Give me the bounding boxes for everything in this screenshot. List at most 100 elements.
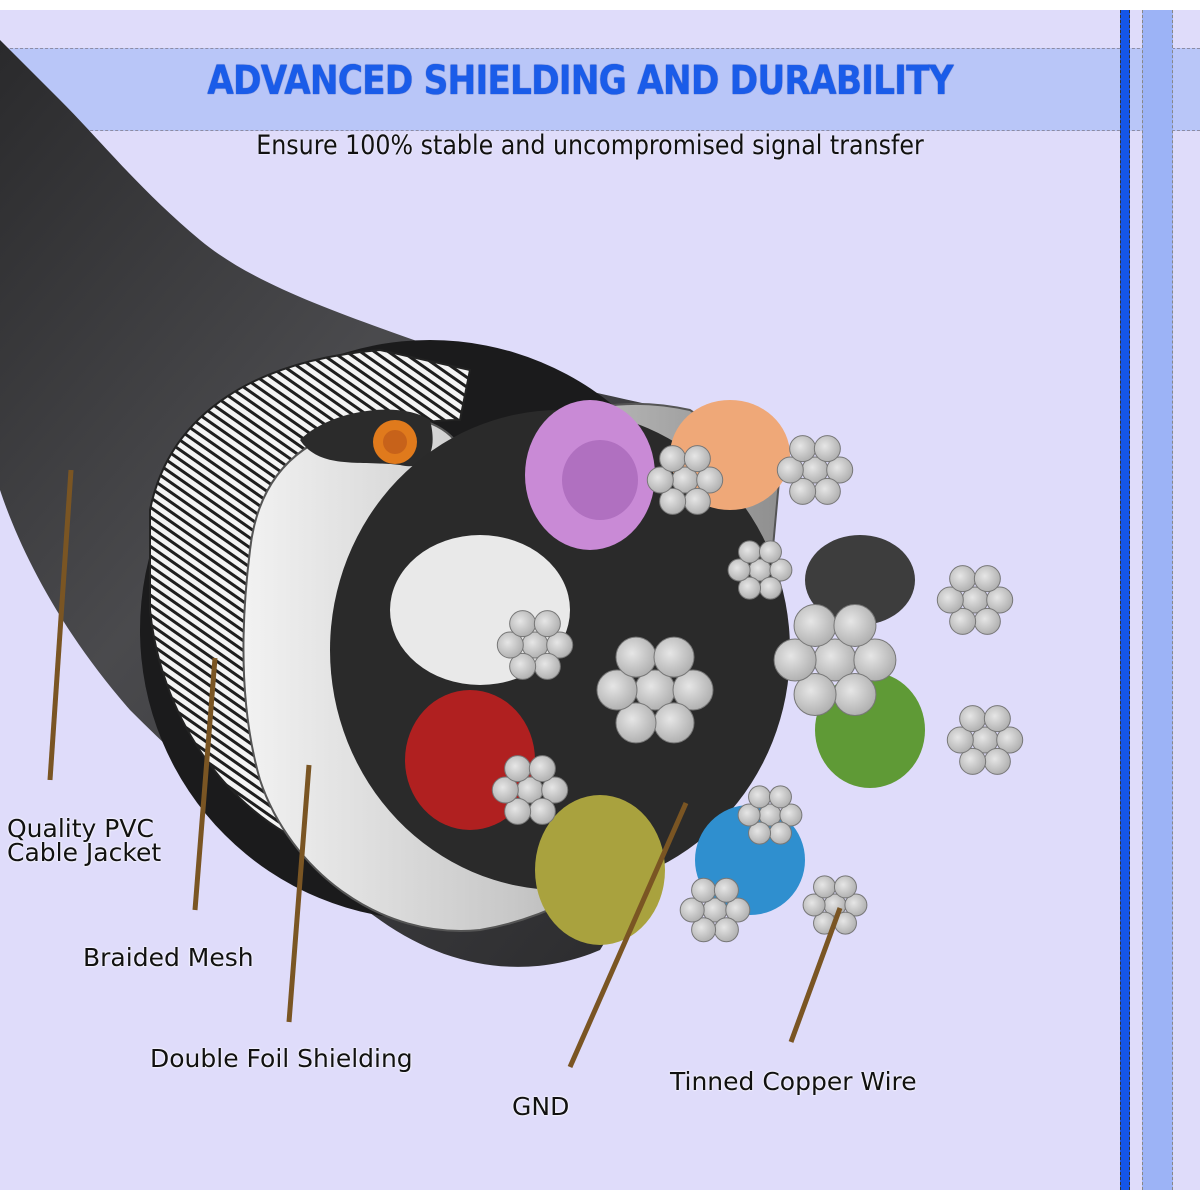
strand <box>491 776 519 804</box>
strand <box>528 797 556 825</box>
wire-yellow <box>535 795 665 945</box>
strand <box>683 445 711 473</box>
strand <box>683 487 711 515</box>
strand <box>813 435 841 463</box>
strand <box>946 726 974 754</box>
strand <box>672 669 714 711</box>
strand-bundle <box>679 877 751 943</box>
strand <box>528 755 556 783</box>
strand <box>653 702 695 744</box>
strand <box>713 877 739 903</box>
strand <box>768 785 792 809</box>
label-pvc-line2: Cable Jacket <box>7 838 162 867</box>
strand-bundle <box>773 603 897 717</box>
strand-bundle <box>496 610 574 680</box>
strand <box>776 456 804 484</box>
strand <box>813 875 837 899</box>
label-gnd: GND <box>512 1092 570 1121</box>
strand <box>725 897 751 923</box>
strand <box>826 456 854 484</box>
strand <box>758 540 782 564</box>
strand <box>996 726 1024 754</box>
strand-bundle <box>946 705 1024 775</box>
strand <box>949 565 977 593</box>
strand <box>646 466 674 494</box>
strand <box>758 576 782 600</box>
strand <box>813 477 841 505</box>
strand <box>789 477 817 505</box>
strand <box>541 776 569 804</box>
strand-bundle <box>737 785 803 845</box>
strand <box>986 586 1014 614</box>
strand <box>653 636 695 678</box>
strand <box>679 897 705 923</box>
strand <box>833 603 877 647</box>
strand <box>737 803 761 827</box>
leader-line-braided <box>192 657 218 911</box>
label-pvc-line1: Quality PVC <box>7 814 154 843</box>
label-double-foil: Double Foil Shielding <box>150 1044 413 1073</box>
page-subtitle: Ensure 100% stable and uncompromised sig… <box>256 130 924 161</box>
accent-strip-dark <box>1120 10 1130 1190</box>
strand <box>496 631 524 659</box>
strand <box>738 576 762 600</box>
strand <box>596 669 638 711</box>
strand <box>983 705 1011 733</box>
strand <box>504 755 532 783</box>
strand <box>973 565 1001 593</box>
strand <box>727 558 751 582</box>
strand <box>713 917 739 943</box>
strand <box>659 445 687 473</box>
strand <box>853 638 897 682</box>
strand-bundle <box>936 565 1014 635</box>
strand <box>509 610 537 638</box>
wire-black <box>805 535 915 625</box>
strand-bundle <box>596 636 714 744</box>
strand <box>769 558 793 582</box>
strand <box>773 638 817 682</box>
strand <box>533 652 561 680</box>
strand <box>509 652 537 680</box>
strand <box>748 821 772 845</box>
page-title: ADVANCED SHIELDING AND DURABILITY <box>207 58 953 104</box>
strand <box>983 747 1011 775</box>
strand <box>959 747 987 775</box>
leader-line-pvc <box>47 469 74 781</box>
strand <box>748 785 772 809</box>
strand-bundle <box>776 435 854 505</box>
strand <box>936 586 964 614</box>
strand <box>738 540 762 564</box>
strand <box>802 893 826 917</box>
strand <box>615 636 657 678</box>
strand <box>959 705 987 733</box>
strand <box>793 673 837 717</box>
label-braided-mesh: Braided Mesh <box>83 943 254 972</box>
label-pvc-jacket: Quality PVC Cable Jacket <box>7 814 162 867</box>
strand-bundle <box>802 875 868 935</box>
label-tinned-copper: Tinned Copper Wire <box>670 1067 917 1096</box>
title-band <box>0 48 1200 131</box>
strand <box>546 631 574 659</box>
strand <box>833 673 877 717</box>
strand <box>696 466 724 494</box>
strand <box>691 917 717 943</box>
accent-strip-light <box>1142 10 1173 1190</box>
strand <box>659 487 687 515</box>
strand <box>504 797 532 825</box>
copper-strand-bundles <box>491 435 1024 943</box>
strand <box>833 875 857 899</box>
leader-line-foil <box>286 764 312 1023</box>
strand-bundle <box>646 445 724 515</box>
strand-bundle <box>491 755 569 825</box>
strand <box>691 877 717 903</box>
strand <box>789 435 817 463</box>
strand <box>779 803 803 827</box>
strand <box>615 702 657 744</box>
strand <box>768 821 792 845</box>
strand <box>949 607 977 635</box>
strand <box>793 603 837 647</box>
strand <box>973 607 1001 635</box>
strand <box>844 893 868 917</box>
strand-bundle <box>727 540 793 600</box>
